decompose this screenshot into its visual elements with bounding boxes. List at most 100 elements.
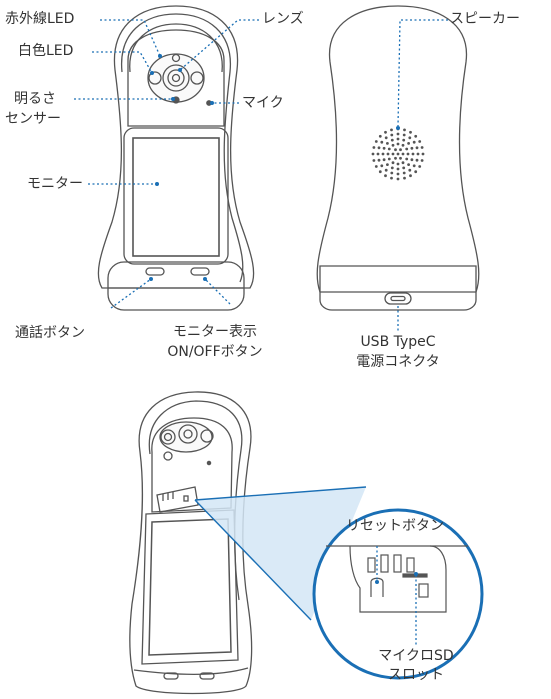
speaker-hole [402,138,406,142]
speaker-hole [381,152,385,156]
zoom-callout [194,486,484,680]
back-view [316,5,480,311]
speaker-hole [371,152,375,156]
speaker-hole [386,152,390,156]
speaker-hole [403,176,406,180]
label-microsd-line1: マイクロSD [378,648,454,664]
speaker-hole [372,146,376,149]
ir-led [171,53,181,63]
speaker-hole [382,146,386,150]
speaker-hole [390,133,394,137]
speaker-hole [420,159,424,162]
speaker-hole [409,174,412,178]
speaker-hole [407,163,410,167]
speaker-hole [391,152,395,156]
speaker-hole [384,174,387,178]
speaker-hole [406,152,410,156]
speaker-hole [396,177,400,181]
speaker-hole [376,152,380,156]
speaker-hole [394,148,397,152]
speaker-hole [390,128,393,132]
front-view [97,5,255,311]
call-button-shape [145,267,165,276]
speaker-hole [402,171,406,175]
speaker-hole [386,163,389,167]
speaker-hole [378,170,382,174]
speaker-hole [390,176,393,180]
label-light-sensor-line1: 明るさ [14,91,56,107]
front-monitor-screen [132,137,220,257]
usb-port-outer [384,292,412,305]
front-body-outline [97,5,255,289]
speaker-hole [390,138,394,142]
front-face-panel [127,29,225,127]
speaker-hole [396,167,400,171]
speaker-hole [399,156,402,160]
speaker-hole [394,156,397,160]
speaker-hole [414,134,418,138]
speaker-hole [405,147,409,151]
speaker-hole [409,130,412,134]
zoom-circle [312,508,484,680]
speaker-hole [402,166,406,170]
label-microsd-line2: スロット [388,667,444,683]
speaker-hole [407,142,410,145]
speaker-hole [418,165,422,168]
back-body-outline [316,5,480,293]
label-monitor-toggle-line1: モニター表示 [173,324,257,340]
speaker-hole [396,162,400,166]
label-light-sensor-line2: センサー [5,111,61,127]
angled-body-outline [129,391,253,695]
label-ir-led: 赤外線LED [5,11,75,27]
speaker-hole [396,172,400,176]
speaker-hole [415,158,419,162]
white-led-right [190,71,204,85]
speaker-hole [405,157,409,161]
speaker-hole [396,132,400,136]
speaker-hole [411,152,415,156]
front-base [107,261,245,311]
speaker-hole [377,146,381,150]
angled-monitor-screen [148,518,232,656]
lens-outer [162,64,190,92]
angled-view [129,391,253,695]
speaker-hole [384,130,387,134]
speaker-hole [403,128,406,132]
speaker-hole [390,166,394,170]
speaker-hole [387,157,391,161]
speaker-hole [396,152,400,156]
speaker-grille [371,127,425,181]
speaker-hole [402,133,406,137]
speaker-hole [391,161,395,165]
speaker-hole [420,146,424,149]
label-reset-button: リセットボタン [346,518,444,534]
label-white-led: 白色LED [18,43,74,59]
speaker-hole [415,146,419,150]
speaker-hole [374,140,378,143]
speaker-hole [408,136,412,140]
angled-monitor-frame [141,509,239,665]
speaker-hole [399,148,402,152]
label-mic: マイク [242,95,284,111]
label-usb-line2: 電源コネクタ [356,354,440,370]
speaker-hole [386,142,389,145]
label-usb-line1: USB TypeC [360,334,436,350]
speaker-hole [416,152,420,156]
speaker-hole [380,140,384,144]
label-call-button: 通話ボタン [15,325,85,341]
label-monitor-toggle-line2: ON/OFFボタン [167,344,263,360]
front-inner-rim [121,13,244,283]
speaker-hole [421,152,425,156]
speaker-hole [401,143,405,147]
monitor-toggle-button-shape [190,267,210,276]
angled-base [133,667,249,675]
speaker-hole [401,152,405,156]
speaker-hole [396,142,400,146]
front-monitor-frame [123,127,229,265]
usb-port-inner [390,295,406,302]
speaker-hole [387,147,391,151]
label-lens: レンズ [262,11,304,27]
leader-lines [74,19,448,646]
angled-slot-area [156,486,199,513]
